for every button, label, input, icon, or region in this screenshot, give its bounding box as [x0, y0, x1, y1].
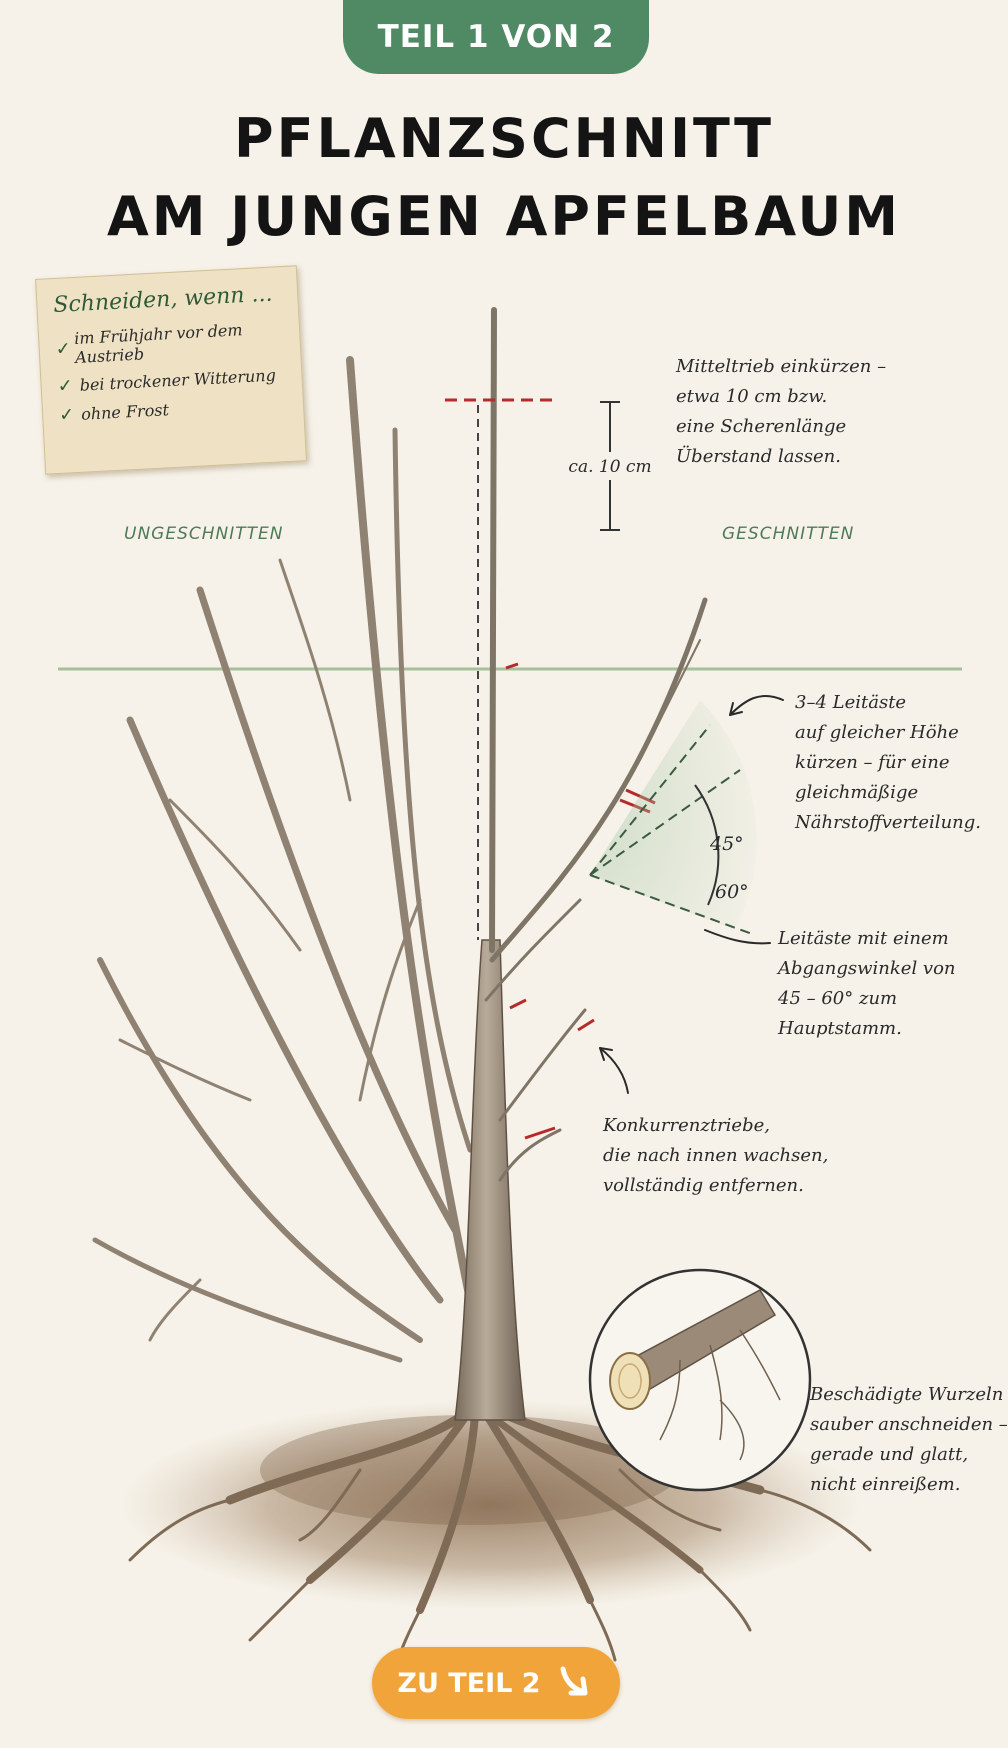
note-item: ✓ im Frühjahr vor dem Austrieb: [55, 318, 285, 368]
annotation-line: Abgangswinkel von: [778, 958, 956, 979]
label-pruned: GESCHNITTEN: [722, 524, 855, 544]
note-item: ✓ ohne Frost: [59, 393, 288, 426]
note-heading: Schneiden, wenn ...: [52, 281, 274, 319]
annotation-competing-shoots: Konkurrenztriebe, die nach innen wachsen…: [603, 1111, 828, 1201]
check-icon: ✓: [55, 337, 72, 360]
note-card: Schneiden, wenn ... ✓ im Frühjahr vor de…: [35, 265, 307, 475]
annotation-line: eine Scherenlänge: [676, 416, 847, 437]
annotation-line: vollständig entfernen.: [603, 1175, 804, 1196]
annotation-roots: Beschädigte Wurzeln sauber anschneiden –…: [810, 1380, 1008, 1500]
note-item-label: ohne Frost: [80, 400, 170, 424]
annotation-line: Konkurrenztriebe,: [603, 1115, 770, 1136]
annotation-line: kürzen – für eine: [795, 752, 950, 773]
note-item-label: bei trockener Witterung: [79, 365, 277, 395]
measure-label: ca. 10 cm: [568, 457, 651, 477]
note-item: ✓ bei trockener Witterung: [57, 364, 286, 397]
part-badge-label: TEIL 1 VON 2: [377, 19, 615, 55]
annotation-line: sauber anschneiden –: [810, 1414, 1008, 1435]
annotation-arrows: [599, 695, 784, 1094]
annotation-main-branches: 3–4 Leitäste auf gleicher Höhe kürzen – …: [795, 688, 981, 838]
annotation-line: Mitteltrieb einkürzen –: [676, 356, 887, 377]
check-icon: ✓: [57, 375, 74, 397]
annotation-line: auf gleicher Höhe: [795, 722, 959, 743]
note-item-label: im Frühjahr vor dem Austrieb: [73, 320, 244, 367]
annotation-line: Leitäste mit einem: [778, 928, 949, 949]
part-badge: TEIL 1 VON 2: [343, 0, 649, 74]
label-unpruned: UNGESCHNITTEN: [124, 524, 284, 544]
check-icon: ✓: [58, 404, 75, 426]
annotation-line: gerade und glatt,: [810, 1444, 969, 1465]
annotation-line: 3–4 Leitäste: [795, 692, 907, 713]
page-title-line-2: AM JUNGEN APFELBAUM: [106, 185, 902, 248]
annotation-line: nicht einreißem.: [810, 1474, 961, 1495]
next-part-button-label: ZU TEIL 2: [397, 1667, 541, 1699]
angle-guide: [589, 700, 757, 936]
annotation-line: Nährstoffverteilung.: [795, 812, 981, 833]
trunk: [454, 939, 526, 1421]
angle-label-45: 45°: [709, 833, 744, 855]
annotation-line: die nach innen wachsen,: [603, 1145, 829, 1166]
next-part-button[interactable]: ZU TEIL 2: [372, 1647, 620, 1719]
arrow-down-right-icon: [560, 1666, 588, 1696]
root-detail-inset: [588, 1268, 812, 1492]
page-title-line-1: PFLANZSCHNITT: [234, 107, 774, 170]
annotation-leader: Mitteltrieb einkürzen – etwa 10 cm bzw. …: [676, 352, 886, 472]
annotation-line: Beschädigte Wurzeln: [810, 1384, 1004, 1405]
annotation-angle: Leitäste mit einem Abgangswinkel von 45 …: [778, 924, 956, 1044]
unpruned-branches: [92, 356, 474, 1363]
annotation-line: Überstand lassen.: [676, 446, 841, 467]
annotation-line: gleichmäßige: [795, 782, 919, 803]
pruned-branches: [484, 307, 708, 1182]
annotation-line: Hauptstamm.: [778, 1018, 902, 1039]
annotation-line: etwa 10 cm bzw.: [676, 386, 828, 407]
angle-label-60: 60°: [715, 881, 749, 903]
annotation-line: 45 – 60° zum: [778, 988, 898, 1009]
